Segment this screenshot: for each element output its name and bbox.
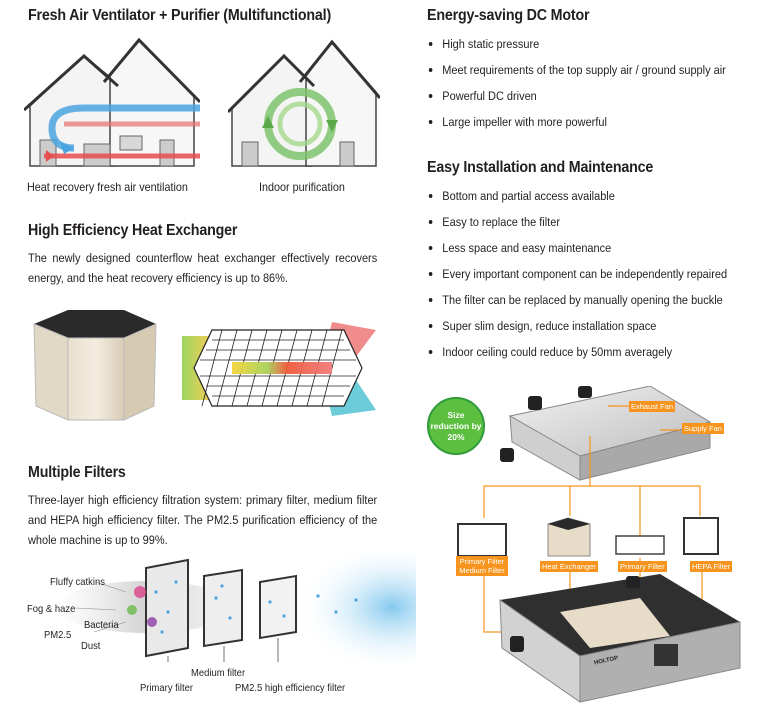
install-feature-item: Indoor ceiling could reduce by 50mm aver… <box>427 339 727 365</box>
install-feature-item: Every important component can be indepen… <box>427 261 727 287</box>
pm25-label: PM2.5 <box>44 629 72 641</box>
install-feature-list: Bottom and partial access available Easy… <box>427 183 760 365</box>
motor-feature-item: High static pressure <box>427 31 726 57</box>
primary-medium-filter-tag: Primary Filter Medium Filter <box>456 556 508 576</box>
indoor-purification-house-illustration <box>228 39 380 167</box>
supply-fan-tag: Supply Fan <box>682 423 724 434</box>
hepa-filter-label: PM2.5 high efficiency filter <box>235 682 346 694</box>
motor-feature-item: Powerful DC driven <box>427 83 726 109</box>
install-feature-item: Bottom and partial access available <box>427 183 727 209</box>
heat-exchanger-body: The newly designed counterflow heat exch… <box>28 251 378 285</box>
heat-exchanger-title: High Efficiency Heat Exchanger <box>28 222 238 239</box>
install-feature-item: Less space and easy maintenance <box>427 235 727 261</box>
bacteria-label: Bacteria <box>84 619 119 631</box>
install-feature-item: Super slim design, reduce installation s… <box>427 313 727 339</box>
size-reduction-badge: Size reduction by 20% <box>427 397 485 455</box>
dust-label: Dust <box>81 640 101 652</box>
ventilator-title: Fresh Air Ventilator + Purifier (Multifu… <box>28 7 332 24</box>
hepa-filter-tag: HEPA Filter <box>690 561 733 572</box>
exhaust-fan-tag: Exhaust Fan <box>629 401 676 412</box>
heat-exchanger-core-image <box>33 310 157 421</box>
primary-filter-tag: Primary Filter <box>618 561 667 572</box>
heat-recovery-house-illustration <box>24 37 200 167</box>
motor-feature-list: High static pressure Meet requirements o… <box>427 31 759 135</box>
primary-filter-label: Primary filter <box>140 682 194 694</box>
medium-filter-label: Medium filter <box>191 667 246 679</box>
filtration-diagram <box>56 552 416 662</box>
indoor-purification-caption: Indoor purification <box>259 180 345 194</box>
install-feature-item: Easy to replace the filter <box>427 209 727 235</box>
install-title: Easy Installation and Maintenance <box>427 159 654 176</box>
fog-haze-label: Fog & haze <box>27 603 76 615</box>
install-feature-item: The filter can be replaced by manually o… <box>427 287 727 313</box>
filters-title: Multiple Filters <box>28 464 126 481</box>
fluffy-catkins-label: Fluffy catkins <box>50 576 105 588</box>
filters-body: Three-layer high efficiency filtration s… <box>28 493 378 547</box>
heat-recovery-caption: Heat recovery fresh air ventilation <box>27 180 188 194</box>
counterflow-diagram <box>182 322 376 416</box>
heat-exchanger-tag: Heat Exchanger <box>540 561 598 572</box>
motor-title: Energy-saving DC Motor <box>427 7 590 24</box>
motor-feature-item: Large impeller with more powerful <box>427 109 726 135</box>
motor-feature-item: Meet requirements of the top supply air … <box>427 57 726 83</box>
